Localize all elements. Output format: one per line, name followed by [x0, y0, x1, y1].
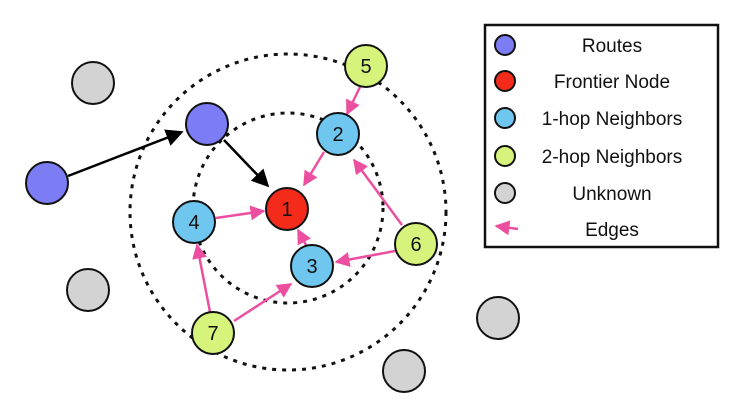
one-hop-node-circle [316, 112, 360, 156]
legend-swatch-edge [494, 220, 519, 236]
legend-swatch-frontier [494, 70, 516, 92]
two-hop-node-circle [394, 222, 438, 266]
node-5: 5 [344, 44, 388, 88]
inner-hop-boundary [191, 111, 385, 305]
one-hop-node-circle [290, 244, 334, 288]
route-node [185, 102, 229, 146]
legend-swatch-one-hop [494, 107, 516, 129]
legend-swatch-routes [494, 34, 516, 56]
legend: Routes Frontier Node 1-hop Neighbors 2-h… [483, 23, 720, 249]
legend-item-frontier: Frontier Node [494, 70, 670, 93]
frontier-node-circle [265, 187, 309, 231]
edge-2-to-1 [302, 151, 326, 187]
node-1: 1 [265, 187, 309, 231]
node-label: 4 [188, 212, 199, 234]
node-label: 1 [281, 199, 292, 221]
legend-swatch-two-hop [494, 145, 516, 167]
two-hop-node-circle [191, 311, 235, 355]
node-label: 5 [360, 56, 371, 78]
edge-3-to-1 [296, 228, 311, 246]
edge-6-to-3 [334, 249, 396, 267]
legend-item-edges: Edges [494, 220, 639, 241]
legend-item-routes: Routes [494, 34, 642, 57]
node-2: 2 [316, 112, 360, 156]
legend-swatch-unknown [494, 182, 516, 204]
node-3: 3 [290, 244, 334, 288]
node-label: 7 [207, 323, 218, 345]
legend-label: Frontier Node [554, 72, 670, 93]
edge-4-to-1 [215, 205, 266, 221]
edge-6-to-2 [352, 158, 404, 226]
route-edge [67, 129, 184, 178]
one-hop-node-circle [172, 200, 216, 244]
legend-label: Routes [582, 36, 642, 57]
node-label: 6 [410, 234, 421, 256]
unknown-node [382, 349, 426, 393]
edge-7-to-4 [192, 243, 212, 313]
node-6: 6 [394, 222, 438, 266]
unknown-node [66, 268, 110, 312]
outer-hop-boundary [128, 52, 448, 372]
route-node [25, 161, 69, 205]
node-7: 7 [191, 311, 235, 355]
two-hop-node-circle [344, 44, 388, 88]
legend-label: 2-hop Neighbors [542, 147, 682, 168]
node-label: 2 [332, 124, 343, 146]
legend-label: Unknown [572, 184, 651, 205]
unknown-node [71, 61, 115, 105]
node-4: 4 [172, 200, 216, 244]
legend-item-unknown: Unknown [494, 182, 652, 205]
edge-7-to-3 [233, 282, 293, 323]
legend-item-one-hop: 1-hop Neighbors [494, 107, 682, 130]
legend-box [483, 23, 720, 249]
legend-item-two-hop: 2-hop Neighbors [494, 145, 682, 168]
edge-5-to-2 [345, 86, 362, 116]
legend-label: 1-hop Neighbors [542, 109, 682, 130]
route-edge [223, 139, 270, 188]
unknown-node [476, 296, 520, 340]
legend-label: Edges [585, 220, 639, 241]
node-label: 3 [306, 256, 317, 278]
